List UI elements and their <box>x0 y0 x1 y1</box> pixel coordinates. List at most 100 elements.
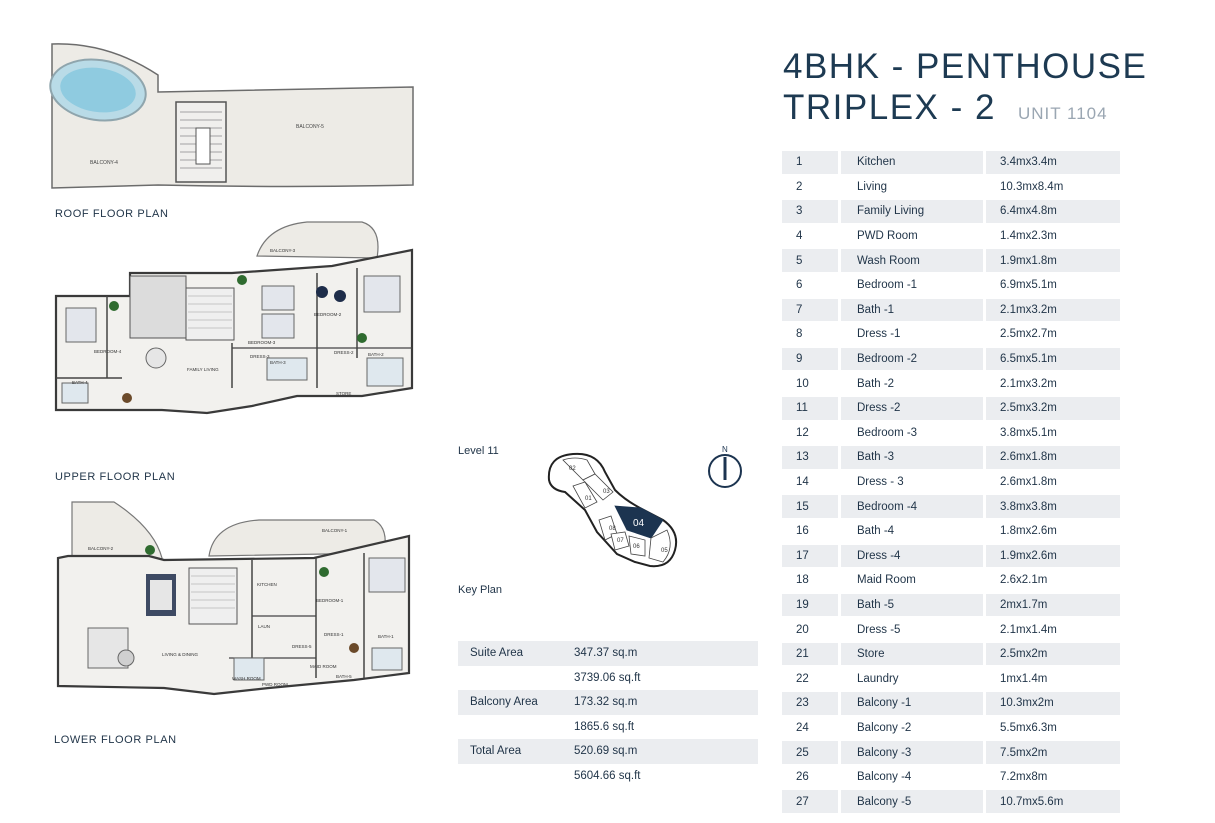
room-number: 18 <box>796 574 809 587</box>
cell-gap <box>983 692 986 715</box>
key-unit-05: 05 <box>661 548 668 554</box>
room-number: 3 <box>782 200 838 223</box>
cell-gap <box>983 519 986 543</box>
room-number: 2 <box>796 180 803 193</box>
cell-gap <box>838 544 841 568</box>
room-dimensions: 7.5mx2m <box>986 741 1120 764</box>
room-number: 7 <box>782 298 838 322</box>
room-dimensions: 2.1mx3.2m <box>1000 377 1057 390</box>
cell-gap <box>983 790 986 814</box>
room-dimensions: 2.6x2.1m <box>1000 574 1048 587</box>
total-area-sqft: 5604.66 sq.ft <box>574 769 641 782</box>
unit-number: UNIT 1104 <box>1017 104 1108 123</box>
room-dimensions: 2.5mx2.7m <box>1000 328 1057 341</box>
compass-north-label: N <box>722 445 728 454</box>
area-row-total: Total Area 520.69 sq.m <box>458 739 758 764</box>
room-number: 8 <box>796 328 803 341</box>
lower-stair-icon <box>188 567 238 625</box>
room-name: Bedroom -1 <box>857 279 918 292</box>
room-number: 5 <box>782 249 838 272</box>
cell-gap <box>838 175 841 199</box>
area-row-balcony: Balcony Area 173.32 sq.m <box>458 690 758 715</box>
room-name: Bath -3 <box>841 446 983 469</box>
room-name: Dress - 3 <box>857 476 904 489</box>
room-dimensions: 1.8mx2.6m <box>1000 525 1057 538</box>
cell-gap <box>983 765 986 789</box>
key-unit-04: 04 <box>633 518 645 529</box>
suite-area-sqm: 347.37 sq.m <box>570 641 758 666</box>
lower-label-bath5: BATH-5 <box>336 674 352 679</box>
room-number: 4 <box>796 230 803 243</box>
cell-gap <box>983 716 986 740</box>
cell-gap <box>983 618 986 641</box>
suite-area-label: Suite Area <box>458 641 570 666</box>
cell-gap <box>983 569 986 592</box>
cell-gap <box>983 323 986 346</box>
room-name: Store <box>841 642 983 666</box>
total-area-label: Total Area <box>458 739 570 764</box>
lower-label-dress5: DRESS-5 <box>292 644 312 649</box>
room-number: 20 <box>796 623 809 636</box>
upper-label-bath3: BATH-3 <box>270 360 286 365</box>
cell-gap <box>838 421 841 445</box>
cell-gap <box>983 249 986 272</box>
room-dimensions: 5.5mx6.3m <box>1000 721 1057 734</box>
lower-label-living: LIVING & DINING <box>162 652 199 657</box>
key-unit-01: 01 <box>585 496 592 502</box>
room-name: Balcony -5 <box>841 790 983 814</box>
key-plan-label: Key Plan <box>458 584 503 596</box>
area-row-suite-sqft: 3739.06 sq.ft <box>458 666 758 691</box>
cell-gap <box>983 372 986 395</box>
cell-gap <box>983 470 986 494</box>
upper-floor-plan: BALCONY-3 BEDROOM-4 BEDROOM-3 BEDROOM-2 … <box>54 221 414 415</box>
lower-label-dress1: DRESS-1 <box>324 632 344 637</box>
cell-gap <box>983 396 986 420</box>
upper-label-dress3: DRESS-3 <box>250 354 270 359</box>
roof-plan-label: ROOF FLOOR PLAN <box>55 208 169 220</box>
room-number: 9 <box>782 347 838 371</box>
room-name: Maid Room <box>857 574 916 587</box>
lower-label-wash: WASH ROOM <box>232 676 261 681</box>
room-name: Bedroom -3 <box>857 426 918 439</box>
lower-label-bedroom1: BEDROOM-1 <box>316 598 344 603</box>
cell-gap <box>983 642 986 666</box>
upper-label-balcony: BALCONY-3 <box>270 248 296 253</box>
key-plan-unit-04-highlight <box>614 505 664 539</box>
title-line-2-text: TRIPLEX - 2 <box>783 88 996 127</box>
room-name: Bath -2 <box>857 377 895 390</box>
cell-gap <box>983 200 986 223</box>
lower-label-pwd: PWD ROOM <box>262 682 288 687</box>
upper-label-dress2: DRESS-2 <box>334 350 354 355</box>
room-number: 16 <box>796 525 809 538</box>
area-row-suite: Suite Area 347.37 sq.m <box>458 641 758 666</box>
area-table: Suite Area 347.37 sq.m 3739.06 sq.ft Bal… <box>458 641 758 788</box>
title-line-2: TRIPLEX - 2 UNIT 1104 <box>783 87 1147 134</box>
cell-gap <box>983 298 986 322</box>
room-dimensions: 7.2mx8m <box>1000 771 1048 784</box>
room-number: 1 <box>782 151 838 174</box>
cell-gap <box>983 224 986 248</box>
room-name: Wash Room <box>841 249 983 272</box>
roof-label-balcony5: BALCONY-5 <box>296 124 324 130</box>
lower-label-maid: MAID ROOM <box>310 664 337 669</box>
balcony-area-sqft: 1865.6 sq.ft <box>574 720 635 733</box>
room-number: 17 <box>782 544 838 568</box>
upper-bed-icon <box>65 307 97 343</box>
level-label: Level 11 <box>458 445 499 457</box>
cell-gap <box>838 667 841 691</box>
cell-gap <box>838 741 841 764</box>
cell-gap <box>838 519 841 543</box>
room-name: Balcony -1 <box>841 692 983 715</box>
room-name: Bath -4 <box>857 525 895 538</box>
upper-label-family: FAMILY LIVING <box>187 367 219 372</box>
cell-gap <box>838 470 841 494</box>
